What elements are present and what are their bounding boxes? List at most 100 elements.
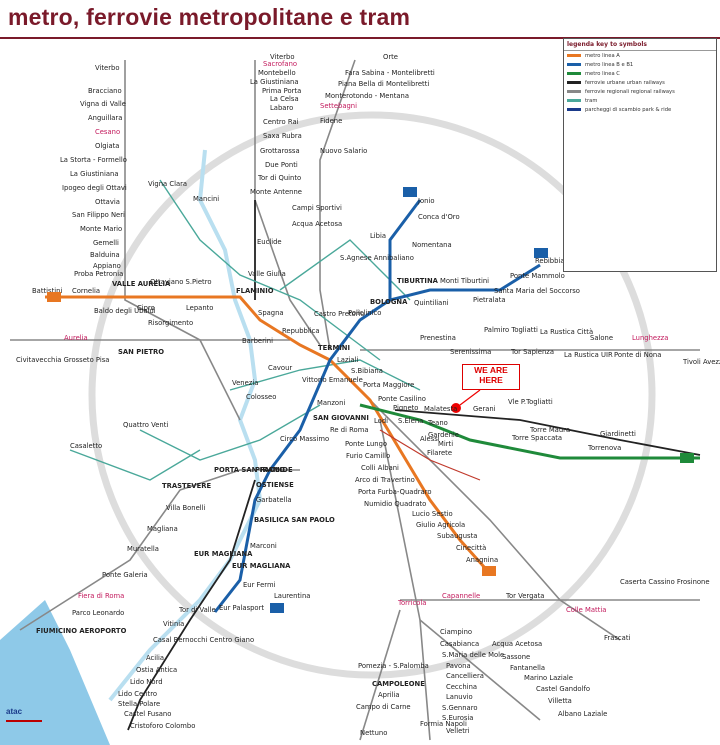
station-label[interactable]: Palmiro Togliatti: [484, 326, 538, 334]
station-label[interactable]: Eur Palasport: [219, 604, 264, 612]
station-label[interactable]: Casaletto: [70, 442, 102, 450]
station-label[interactable]: SAN PIETRO: [118, 348, 164, 356]
station-label[interactable]: Due Ponti: [265, 161, 298, 169]
station-label[interactable]: Saxa Rubra: [263, 132, 302, 140]
station-label[interactable]: Lodi: [374, 417, 388, 425]
station-label[interactable]: Albano Laziale: [558, 710, 607, 718]
station-label[interactable]: S.Elena: [398, 417, 423, 425]
station-label[interactable]: Santa Maria del Soccorso: [494, 287, 580, 295]
station-label[interactable]: Parco Leonardo: [72, 609, 124, 617]
station-label[interactable]: Gemelli: [93, 239, 119, 247]
station-label[interactable]: Lucio Sestio: [412, 510, 453, 518]
station-label[interactable]: Acqua Acetosa: [492, 640, 542, 648]
station-label[interactable]: Appiano: [93, 262, 121, 270]
station-label[interactable]: Olgiata: [95, 142, 119, 150]
station-label[interactable]: Frascati: [604, 634, 630, 642]
station-label[interactable]: Grottarossa: [260, 147, 300, 155]
station-label[interactable]: Nettuno: [360, 729, 387, 737]
station-label[interactable]: Vigna di Valle: [80, 100, 126, 108]
station-label[interactable]: Valle Giulia: [248, 270, 286, 278]
station-label[interactable]: Castel Fusano: [124, 710, 171, 718]
station-label[interactable]: Marconi: [250, 542, 277, 550]
station-label[interactable]: Ciampino: [440, 628, 472, 636]
station-label[interactable]: Lepanto: [186, 304, 213, 312]
station-label[interactable]: Rebibbia: [535, 257, 564, 265]
station-label[interactable]: Filarete: [427, 449, 452, 457]
station-label[interactable]: Ipogeo degli Ottavi: [62, 184, 127, 192]
station-label[interactable]: Ponte di Nona: [614, 351, 661, 359]
station-label[interactable]: Cinecittà: [456, 544, 486, 552]
station-label[interactable]: La Rustica UIR: [564, 351, 613, 359]
station-label[interactable]: Castro Pretorio: [314, 310, 365, 318]
station-label[interactable]: Laurentina: [274, 592, 310, 600]
station-label[interactable]: Formia Napoli: [420, 720, 467, 728]
station-label[interactable]: Garbatella: [256, 496, 292, 504]
station-label[interactable]: Prenestina: [420, 334, 456, 342]
station-label[interactable]: Casabianca: [440, 640, 479, 648]
station-label[interactable]: Lido Centro: [118, 690, 157, 698]
station-label[interactable]: FLAMINIO: [236, 287, 274, 295]
station-label[interactable]: Civitavecchia Grosseto Pisa: [16, 356, 109, 364]
station-label[interactable]: La Storta - Formello: [60, 156, 127, 164]
station-label[interactable]: Furio Camillo: [346, 452, 390, 460]
station-label[interactable]: Villa Bonelli: [166, 504, 206, 512]
station-label[interactable]: La Celsa: [270, 95, 299, 103]
station-label[interactable]: FIUMICINO AEROPORTO: [36, 627, 127, 635]
station-label[interactable]: TIBURTINA: [397, 277, 439, 285]
station-label[interactable]: Monte Antenne: [250, 188, 302, 196]
station-label[interactable]: PIRAMIDE: [255, 466, 293, 474]
station-label[interactable]: Cipro: [137, 304, 155, 312]
station-label[interactable]: Nuovo Salario: [320, 147, 367, 155]
station-label[interactable]: Stella Polare: [118, 700, 160, 708]
station-label[interactable]: Policlinico: [348, 309, 381, 317]
station-label[interactable]: Lunghezza: [632, 334, 668, 342]
station-label[interactable]: Cancelliera: [446, 672, 484, 680]
station-label[interactable]: Ottavia: [95, 198, 120, 206]
station-label[interactable]: Acqua Acetosa: [292, 220, 342, 228]
station-label[interactable]: Villetta: [548, 697, 572, 705]
station-label[interactable]: Porta Maggiore: [363, 381, 414, 389]
station-label[interactable]: Viterbo: [270, 53, 295, 61]
station-label[interactable]: Fara Sabina - Montelibretti: [345, 69, 435, 77]
station-label[interactable]: Euclide: [257, 238, 282, 246]
station-label[interactable]: Ostia Antica: [136, 666, 177, 674]
station-label[interactable]: Orte: [383, 53, 398, 61]
station-label[interactable]: Lido Nord: [130, 678, 163, 686]
station-label[interactable]: EUR MAGLIANA: [194, 550, 253, 558]
station-label[interactable]: Alessi: [420, 435, 440, 443]
station-label[interactable]: Monte Mario: [80, 225, 122, 233]
station-label[interactable]: Malatesta: [424, 405, 457, 413]
station-label[interactable]: Acilia: [146, 654, 164, 662]
station-label[interactable]: Barberini: [242, 337, 273, 345]
station-label[interactable]: Tor Sapienza: [510, 348, 554, 356]
station-label[interactable]: Colli Albani: [361, 464, 399, 472]
station-label[interactable]: La Giustiniana: [70, 170, 119, 178]
station-label[interactable]: Torrenova: [587, 444, 621, 452]
station-label[interactable]: Numidio Quadrato: [364, 500, 426, 508]
station-label[interactable]: Sassone: [502, 653, 530, 661]
station-label[interactable]: Pavona: [446, 662, 471, 670]
station-label[interactable]: Prima Porta: [262, 87, 301, 95]
station-label[interactable]: Arco di Travertino: [355, 476, 415, 484]
station-label[interactable]: Muratella: [127, 545, 159, 553]
station-label[interactable]: Vle P.Togliatti: [508, 398, 553, 406]
station-label[interactable]: Pomezia - S.Palomba: [358, 662, 429, 670]
station-label[interactable]: Libia: [370, 232, 386, 240]
station-label[interactable]: Ottaviano S.Pietro: [150, 278, 212, 286]
station-label[interactable]: Marino Laziale: [524, 674, 573, 682]
station-label[interactable]: Mancini: [193, 195, 219, 203]
station-label[interactable]: Torre Spaccata: [511, 434, 562, 442]
station-label[interactable]: Laziali: [337, 356, 358, 364]
station-label[interactable]: Piana Bella di Montelibretti: [338, 80, 429, 88]
station-label[interactable]: Vittorio Emanuele: [302, 376, 363, 384]
station-label[interactable]: Torricola: [397, 599, 426, 607]
station-label[interactable]: Magliana: [147, 525, 178, 533]
station-label[interactable]: Monti Tiburtini: [440, 277, 489, 285]
station-label[interactable]: Aurelia: [64, 334, 88, 342]
station-label[interactable]: Re di Roma: [330, 426, 369, 434]
station-label[interactable]: Eur Fermi: [243, 581, 276, 589]
station-label[interactable]: Castel Gandolfo: [536, 685, 590, 693]
station-label[interactable]: La Giustiniana: [250, 78, 299, 86]
station-label[interactable]: San Filippo Neri: [72, 211, 125, 219]
